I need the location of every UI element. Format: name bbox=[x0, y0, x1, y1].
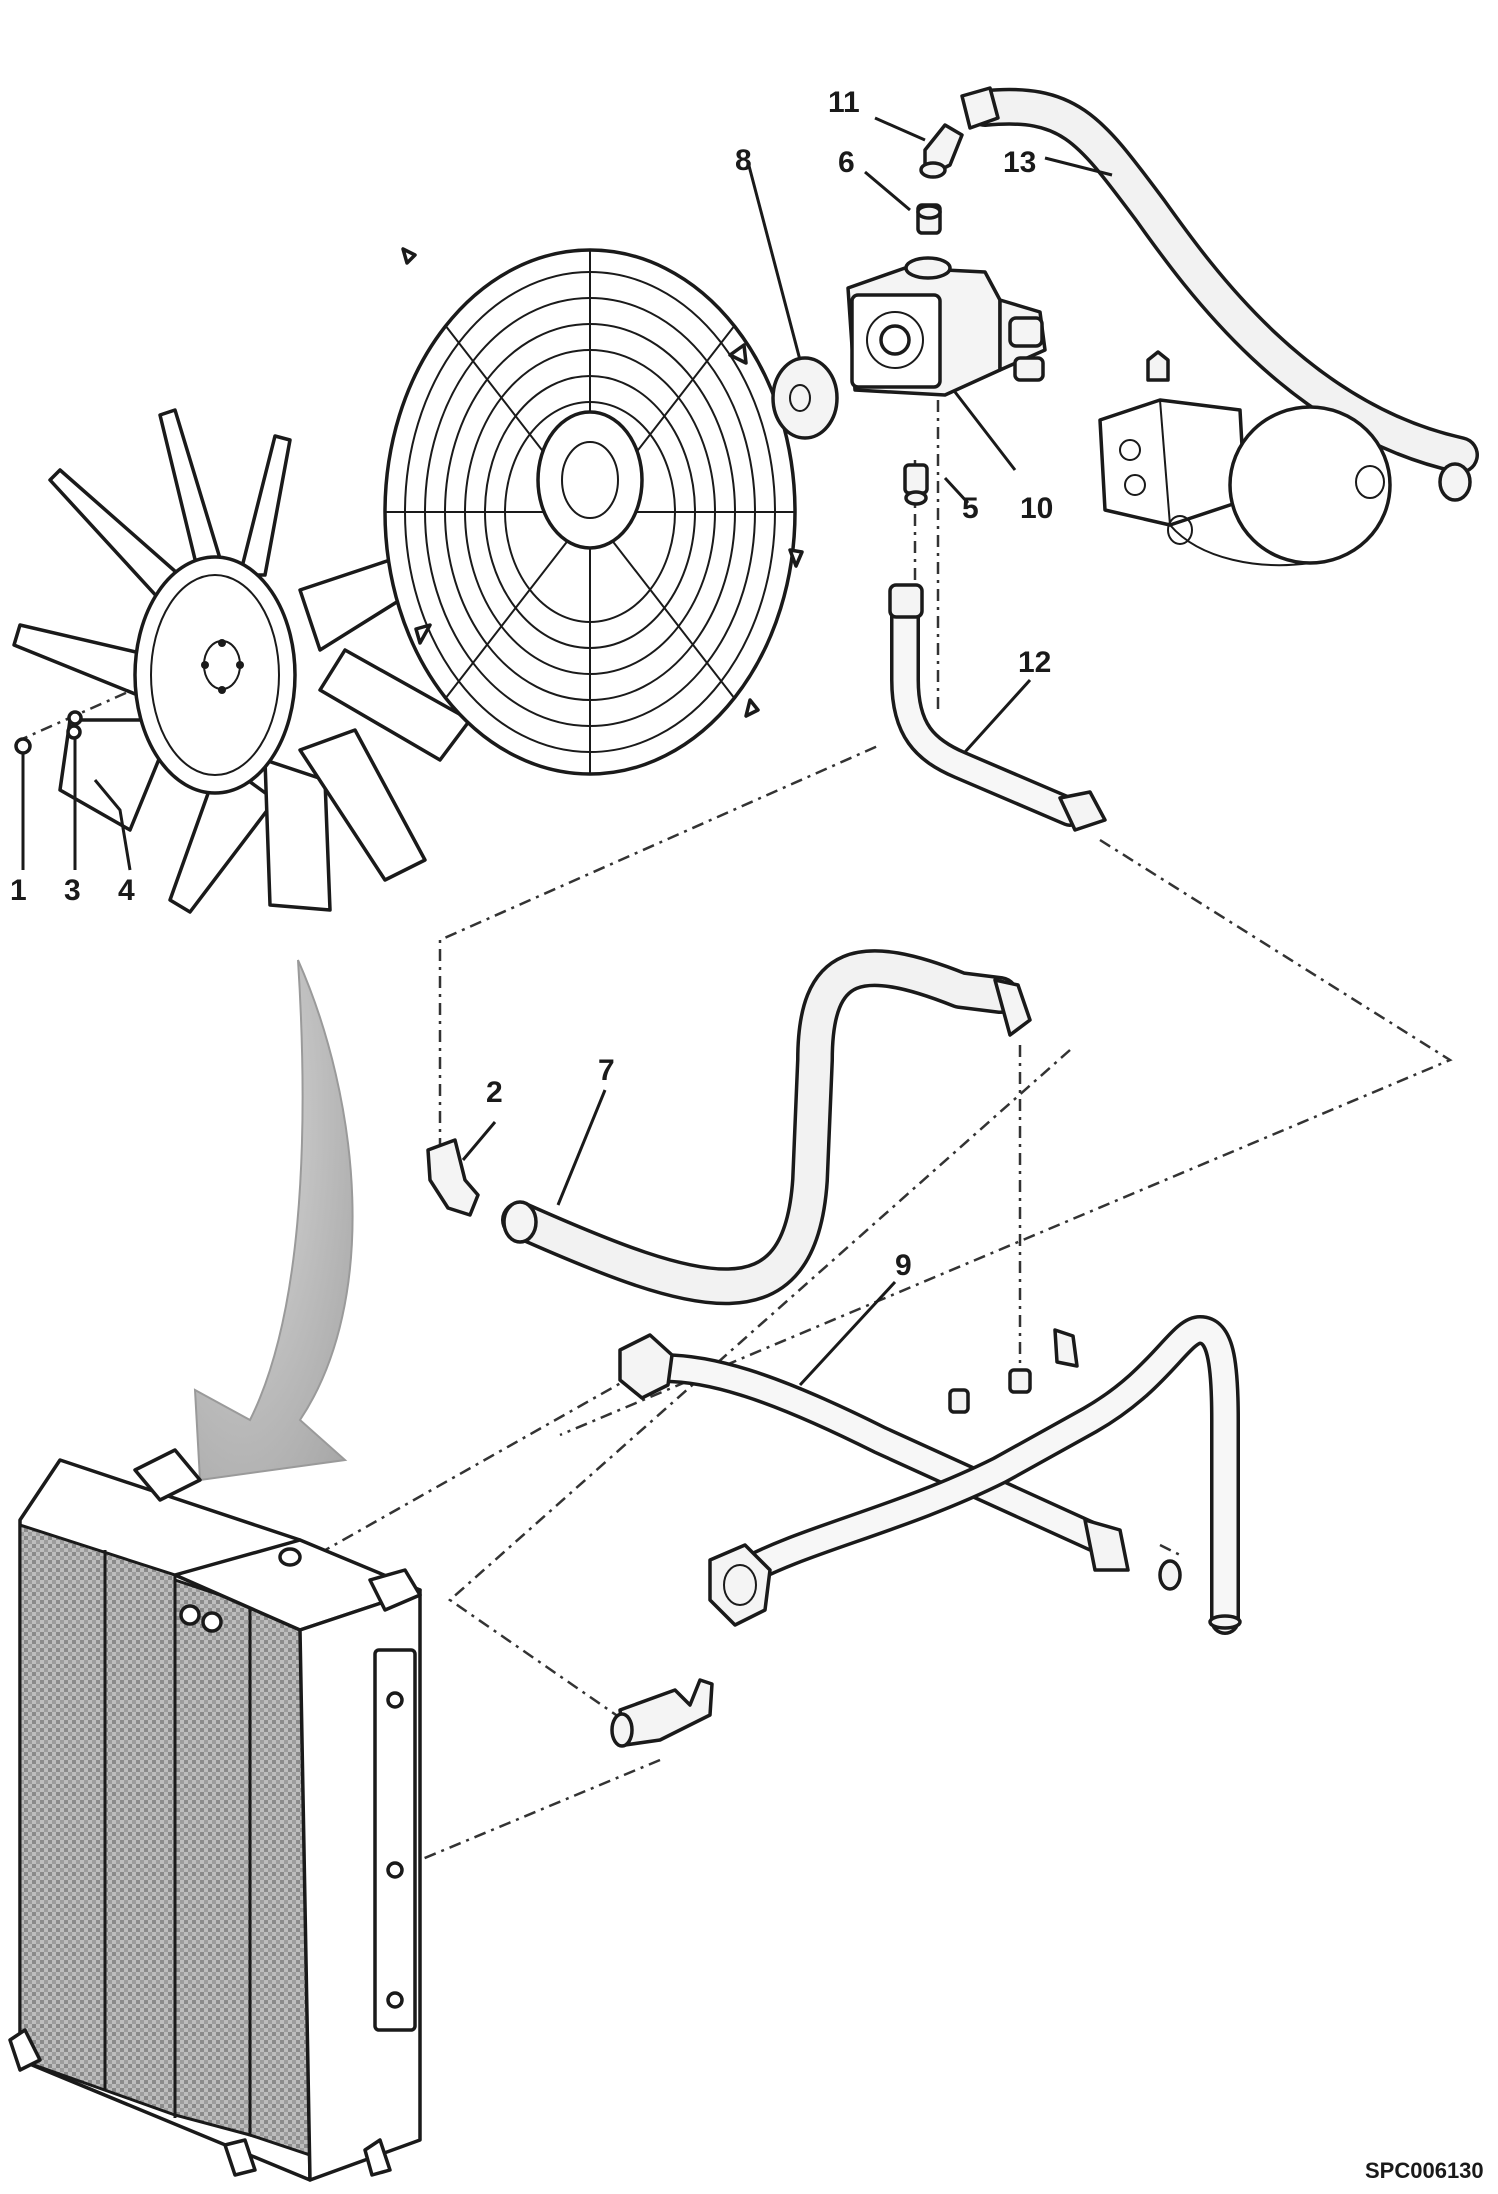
elbow-fitting bbox=[919, 123, 964, 179]
callout-2: 2 bbox=[486, 1076, 503, 1109]
callout-3: 3 bbox=[64, 874, 81, 907]
tube-assembly bbox=[618, 1315, 1242, 1635]
fan-blade bbox=[168, 758, 277, 914]
callout-12: 12 bbox=[1018, 646, 1051, 679]
temperature-sensor bbox=[610, 1678, 714, 1748]
callout-11: 11 bbox=[828, 86, 860, 119]
hose bbox=[888, 583, 1107, 832]
fan-blade bbox=[298, 558, 402, 652]
callout-13: 13 bbox=[1003, 146, 1036, 179]
fitting bbox=[916, 203, 942, 235]
fan-bolt bbox=[14, 710, 83, 755]
fan-blade bbox=[263, 758, 332, 912]
fan-assembly bbox=[12, 408, 472, 914]
callout-7: 7 bbox=[598, 1054, 615, 1087]
callout-9: 9 bbox=[895, 1249, 912, 1282]
callout-10: 10 bbox=[1020, 492, 1053, 525]
callout-5: 5 bbox=[962, 492, 979, 525]
fan-guard-hub-icon bbox=[536, 410, 644, 550]
callout-labels: 1 3 4 8 11 6 13 5 10 12 2 7 9 bbox=[10, 86, 1053, 1282]
callout-8: 8 bbox=[735, 144, 752, 177]
accumulator bbox=[1228, 405, 1392, 565]
hose bbox=[501, 949, 1032, 1306]
fan-hub bbox=[133, 555, 297, 795]
coupling bbox=[771, 356, 839, 440]
fan-blade bbox=[58, 718, 177, 832]
leader-lines bbox=[21, 116, 1113, 1387]
callout-1: 1 bbox=[10, 874, 27, 907]
valve-block bbox=[1098, 350, 1392, 567]
assembly-arrow-icon bbox=[193, 959, 354, 1482]
callout-4: 4 bbox=[118, 874, 135, 907]
fan-blade bbox=[238, 434, 292, 577]
hydraulic-motor bbox=[846, 256, 1047, 397]
fitting bbox=[903, 463, 929, 506]
elbow-fitting bbox=[426, 1138, 480, 1217]
radiator bbox=[8, 1448, 422, 2182]
fan-blade bbox=[298, 728, 427, 882]
fan-blade bbox=[158, 408, 227, 582]
nut-icon bbox=[708, 1543, 772, 1627]
nut-icon bbox=[618, 1333, 674, 1400]
callout-6: 6 bbox=[838, 146, 855, 179]
hose bbox=[960, 86, 1479, 502]
figure-code: SPC006130 bbox=[1365, 2158, 1484, 2183]
fan-guard bbox=[383, 247, 804, 776]
